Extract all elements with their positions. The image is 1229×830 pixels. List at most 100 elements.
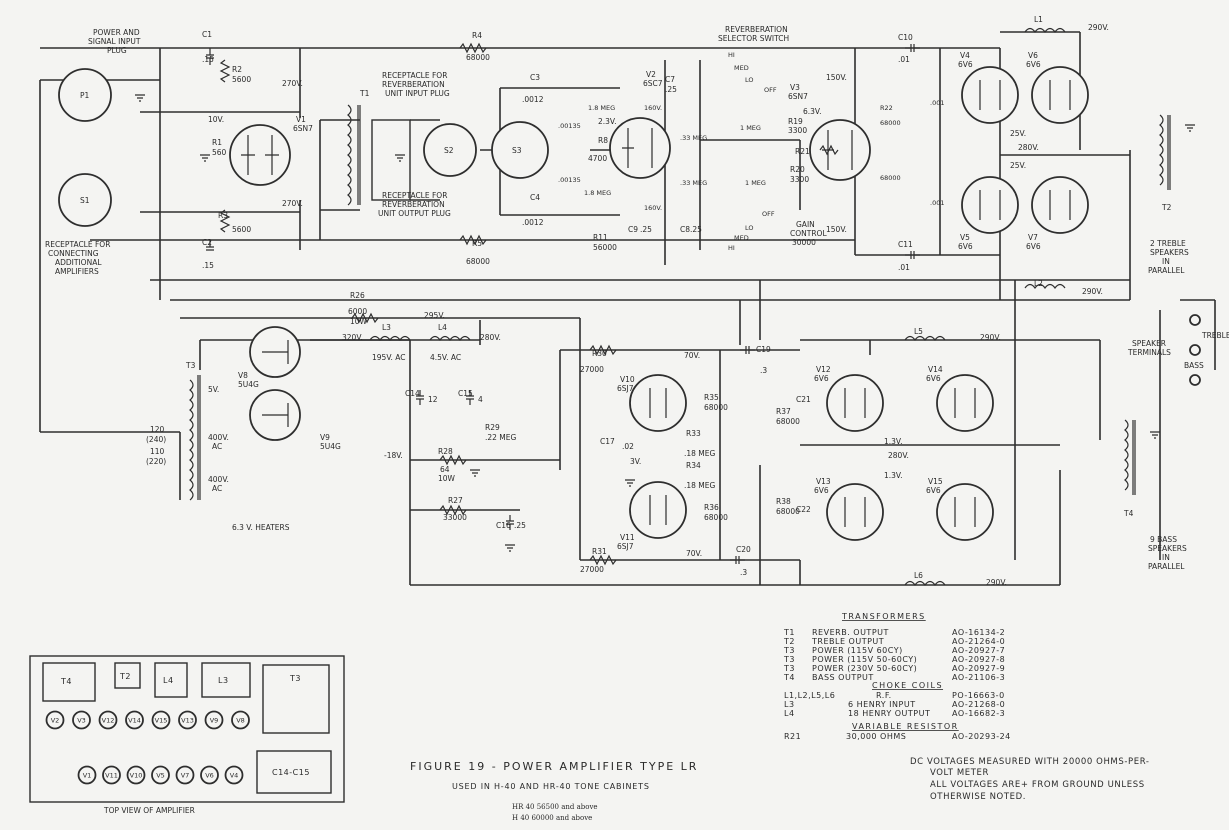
label-t3: T3 bbox=[185, 361, 196, 370]
choke-row-3-ref: L4 bbox=[784, 709, 795, 718]
label-r37: R37 bbox=[776, 407, 791, 416]
label-v10-type: 6SJ7 bbox=[617, 384, 634, 393]
label-r36: R36 bbox=[704, 503, 719, 512]
label-sw-lo-2: LO bbox=[745, 224, 754, 232]
label-c10: C10 bbox=[898, 33, 913, 42]
top-view-tube-label: V11 bbox=[105, 772, 118, 780]
label-sw-med-2: MED bbox=[734, 234, 749, 242]
label-r1-value: 560 bbox=[212, 148, 227, 157]
label-l5: L5 bbox=[914, 327, 923, 336]
label-r34-value: .18 MEG bbox=[684, 481, 716, 490]
label-r2: R2 bbox=[232, 65, 242, 74]
tube-v5 bbox=[961, 176, 1019, 234]
label-r30: R30 bbox=[592, 349, 607, 358]
top-view-tube-label: V7 bbox=[181, 772, 190, 780]
label-r18d: 1 MEG bbox=[745, 179, 766, 187]
label-c7: C7 bbox=[665, 75, 675, 84]
receptacle-s1 bbox=[58, 173, 112, 227]
figure-title: FIGURE 19 - POWER AMPLIFIER TYPE LR bbox=[410, 760, 698, 773]
label-r36-value: 68000 bbox=[704, 513, 728, 522]
terminal-bass[interactable] bbox=[1189, 374, 1201, 386]
label-c15: C15 bbox=[458, 389, 473, 398]
label-sw-off-2: OFF bbox=[762, 210, 775, 218]
label-r5: R5 bbox=[472, 239, 482, 248]
label-v5-type: 6V6 bbox=[958, 242, 973, 251]
top-view-tube-label: V9 bbox=[210, 717, 219, 725]
xf-row-3-ref: T3 bbox=[783, 646, 795, 655]
label-rev-in: RECEPTACLE FOR bbox=[382, 71, 447, 80]
label-v12: V12 bbox=[816, 365, 831, 374]
terminal-common[interactable] bbox=[1189, 344, 1201, 356]
label-power-plug: POWER AND bbox=[93, 28, 140, 37]
label-r18a: 1.8 MEG bbox=[588, 104, 615, 112]
label-c22: C22 bbox=[796, 505, 811, 514]
label-r29: R29 bbox=[485, 423, 500, 432]
label-v1-type: 6SN7 bbox=[293, 124, 313, 133]
label-v9-type: 5U4G bbox=[320, 442, 341, 451]
label-v18: -18V. bbox=[384, 451, 403, 460]
top-view-tube-v4 bbox=[224, 765, 244, 785]
top-view-l4-label: L4 bbox=[163, 676, 174, 685]
label-s2: S2 bbox=[444, 146, 454, 155]
tube-v13 bbox=[826, 483, 884, 541]
label-r38-value: 68000 bbox=[776, 507, 800, 516]
label-v8: V8 bbox=[238, 371, 248, 380]
label-t2: T2 bbox=[1161, 203, 1172, 212]
label-t4: T4 bbox=[1123, 509, 1134, 518]
label-c2: C2 bbox=[202, 238, 212, 247]
top-view-tube-v13 bbox=[178, 710, 197, 730]
choke-row-1-part: PO-16663-0 bbox=[952, 691, 1005, 700]
top-view-tube-v14 bbox=[125, 710, 144, 730]
label-v13-type: 6V6 bbox=[814, 486, 829, 495]
note-dc-4: OTHERWISE NOTED. bbox=[930, 792, 1026, 802]
choke-row-1-ref: L1,L2,L5,L6 bbox=[784, 691, 835, 700]
label-v6: V6 bbox=[1028, 51, 1038, 60]
label-c12: .001 bbox=[930, 99, 944, 107]
label-v7-type: 6V6 bbox=[1026, 242, 1041, 251]
label-r26-watt: 10W bbox=[350, 317, 368, 326]
label-v320: 320V. bbox=[342, 333, 363, 342]
label-r3-value: 5600 bbox=[232, 225, 251, 234]
label-l4: L4 bbox=[438, 323, 447, 332]
xf-row-5-part: AO-20927-9 bbox=[952, 664, 1005, 673]
label-l1: L1 bbox=[1034, 15, 1043, 24]
figure-subtitle: USED IN H-40 AND HR-40 TONE CABINETS bbox=[452, 782, 650, 791]
top-view-tube-label: V8 bbox=[236, 717, 245, 725]
label-r26: R26 bbox=[350, 291, 365, 300]
label-v270b: 270V. bbox=[282, 199, 303, 208]
label-r29-value: .22 MEG bbox=[485, 433, 517, 442]
label-v45: 4.5V. AC bbox=[430, 353, 461, 362]
tube-v3 bbox=[809, 119, 871, 181]
label-v5: V5 bbox=[960, 233, 970, 242]
choke-row-1-desc: R.F. bbox=[876, 691, 892, 700]
top-view-tube-v11 bbox=[102, 765, 121, 785]
top-view-t4 bbox=[42, 662, 96, 702]
label-r21: R21 bbox=[795, 147, 810, 156]
terminal-treble[interactable] bbox=[1189, 314, 1201, 326]
label-v7: V7 bbox=[1028, 233, 1038, 242]
label-r27-value: 33000 bbox=[443, 513, 467, 522]
parts-tables: TRANSFORMERS T1 REVERB. OUTPUT AO-16134-… bbox=[783, 612, 1010, 741]
label-c19: C19 bbox=[756, 345, 771, 354]
label-v25a: 25V. bbox=[1010, 129, 1026, 138]
label-v195: 195V. AC bbox=[372, 353, 405, 362]
label-bass-spk: 9 BASS bbox=[1150, 535, 1177, 544]
label-v12-type: 6V6 bbox=[814, 374, 829, 383]
transformers-header: TRANSFORMERS bbox=[841, 612, 926, 621]
label-heaters: 6.3 V. HEATERS bbox=[232, 523, 290, 532]
tube-v2 bbox=[609, 117, 671, 179]
label-c20: C20 bbox=[736, 545, 751, 554]
label-v10t: V10 bbox=[620, 375, 635, 384]
label-p1: P1 bbox=[80, 91, 90, 100]
label-r27: R27 bbox=[448, 496, 463, 505]
xf-row-1-part: AO-16134-2 bbox=[952, 628, 1005, 637]
choke-row-2-part: AO-21268-0 bbox=[952, 700, 1005, 709]
top-view-t3 bbox=[262, 664, 330, 734]
label-v2-type: 6SC7 bbox=[643, 79, 663, 88]
label-r28: R28 bbox=[438, 447, 453, 456]
top-view-tube-v2 bbox=[45, 710, 65, 730]
label-r20-value: 3300 bbox=[790, 175, 809, 184]
top-view-tube-label: V10 bbox=[130, 772, 143, 780]
label-v13b: 1.3V. bbox=[884, 471, 902, 480]
top-view-tube-v3 bbox=[72, 710, 91, 730]
